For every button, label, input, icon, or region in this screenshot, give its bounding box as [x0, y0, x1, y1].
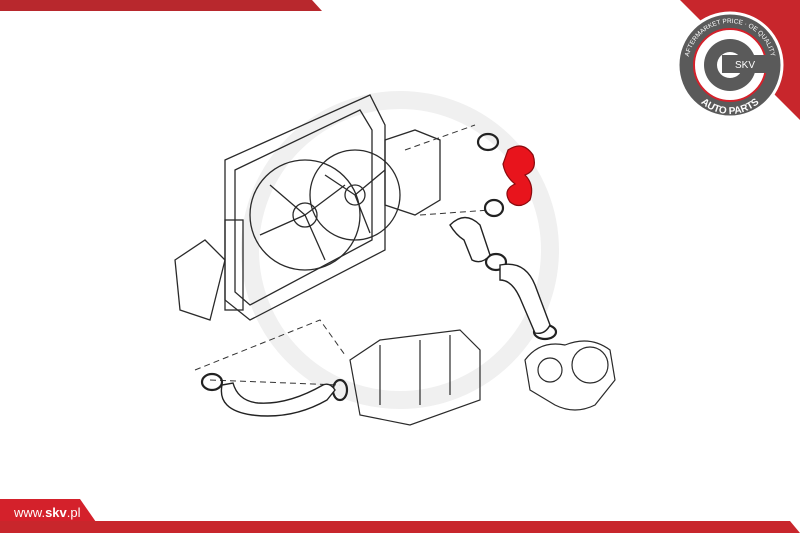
- url-suffix: .pl: [66, 505, 81, 520]
- logo-text: SKV: [735, 60, 755, 71]
- url-brand: skv: [45, 505, 67, 520]
- engine-components: [349, 329, 616, 426]
- website-link[interactable]: www.skv.pl: [14, 505, 81, 520]
- hose-clamps: [200, 132, 558, 402]
- assembly-guide-lines: [194, 124, 491, 386]
- footer-red-bar: [0, 521, 800, 533]
- skv-logo: SKV AFTERMARKET PRICE · OE QUALITY AUTO …: [676, 11, 784, 119]
- highlighted-intercooler-hose: [502, 145, 535, 207]
- url-prefix: www.: [14, 505, 46, 520]
- radiator-fan-assembly: [174, 94, 441, 321]
- watermark-gear: [241, 91, 559, 409]
- top-red-bar: [0, 0, 322, 11]
- footer-red-tab: [0, 499, 96, 522]
- intercooler-hoses: [220, 216, 551, 417]
